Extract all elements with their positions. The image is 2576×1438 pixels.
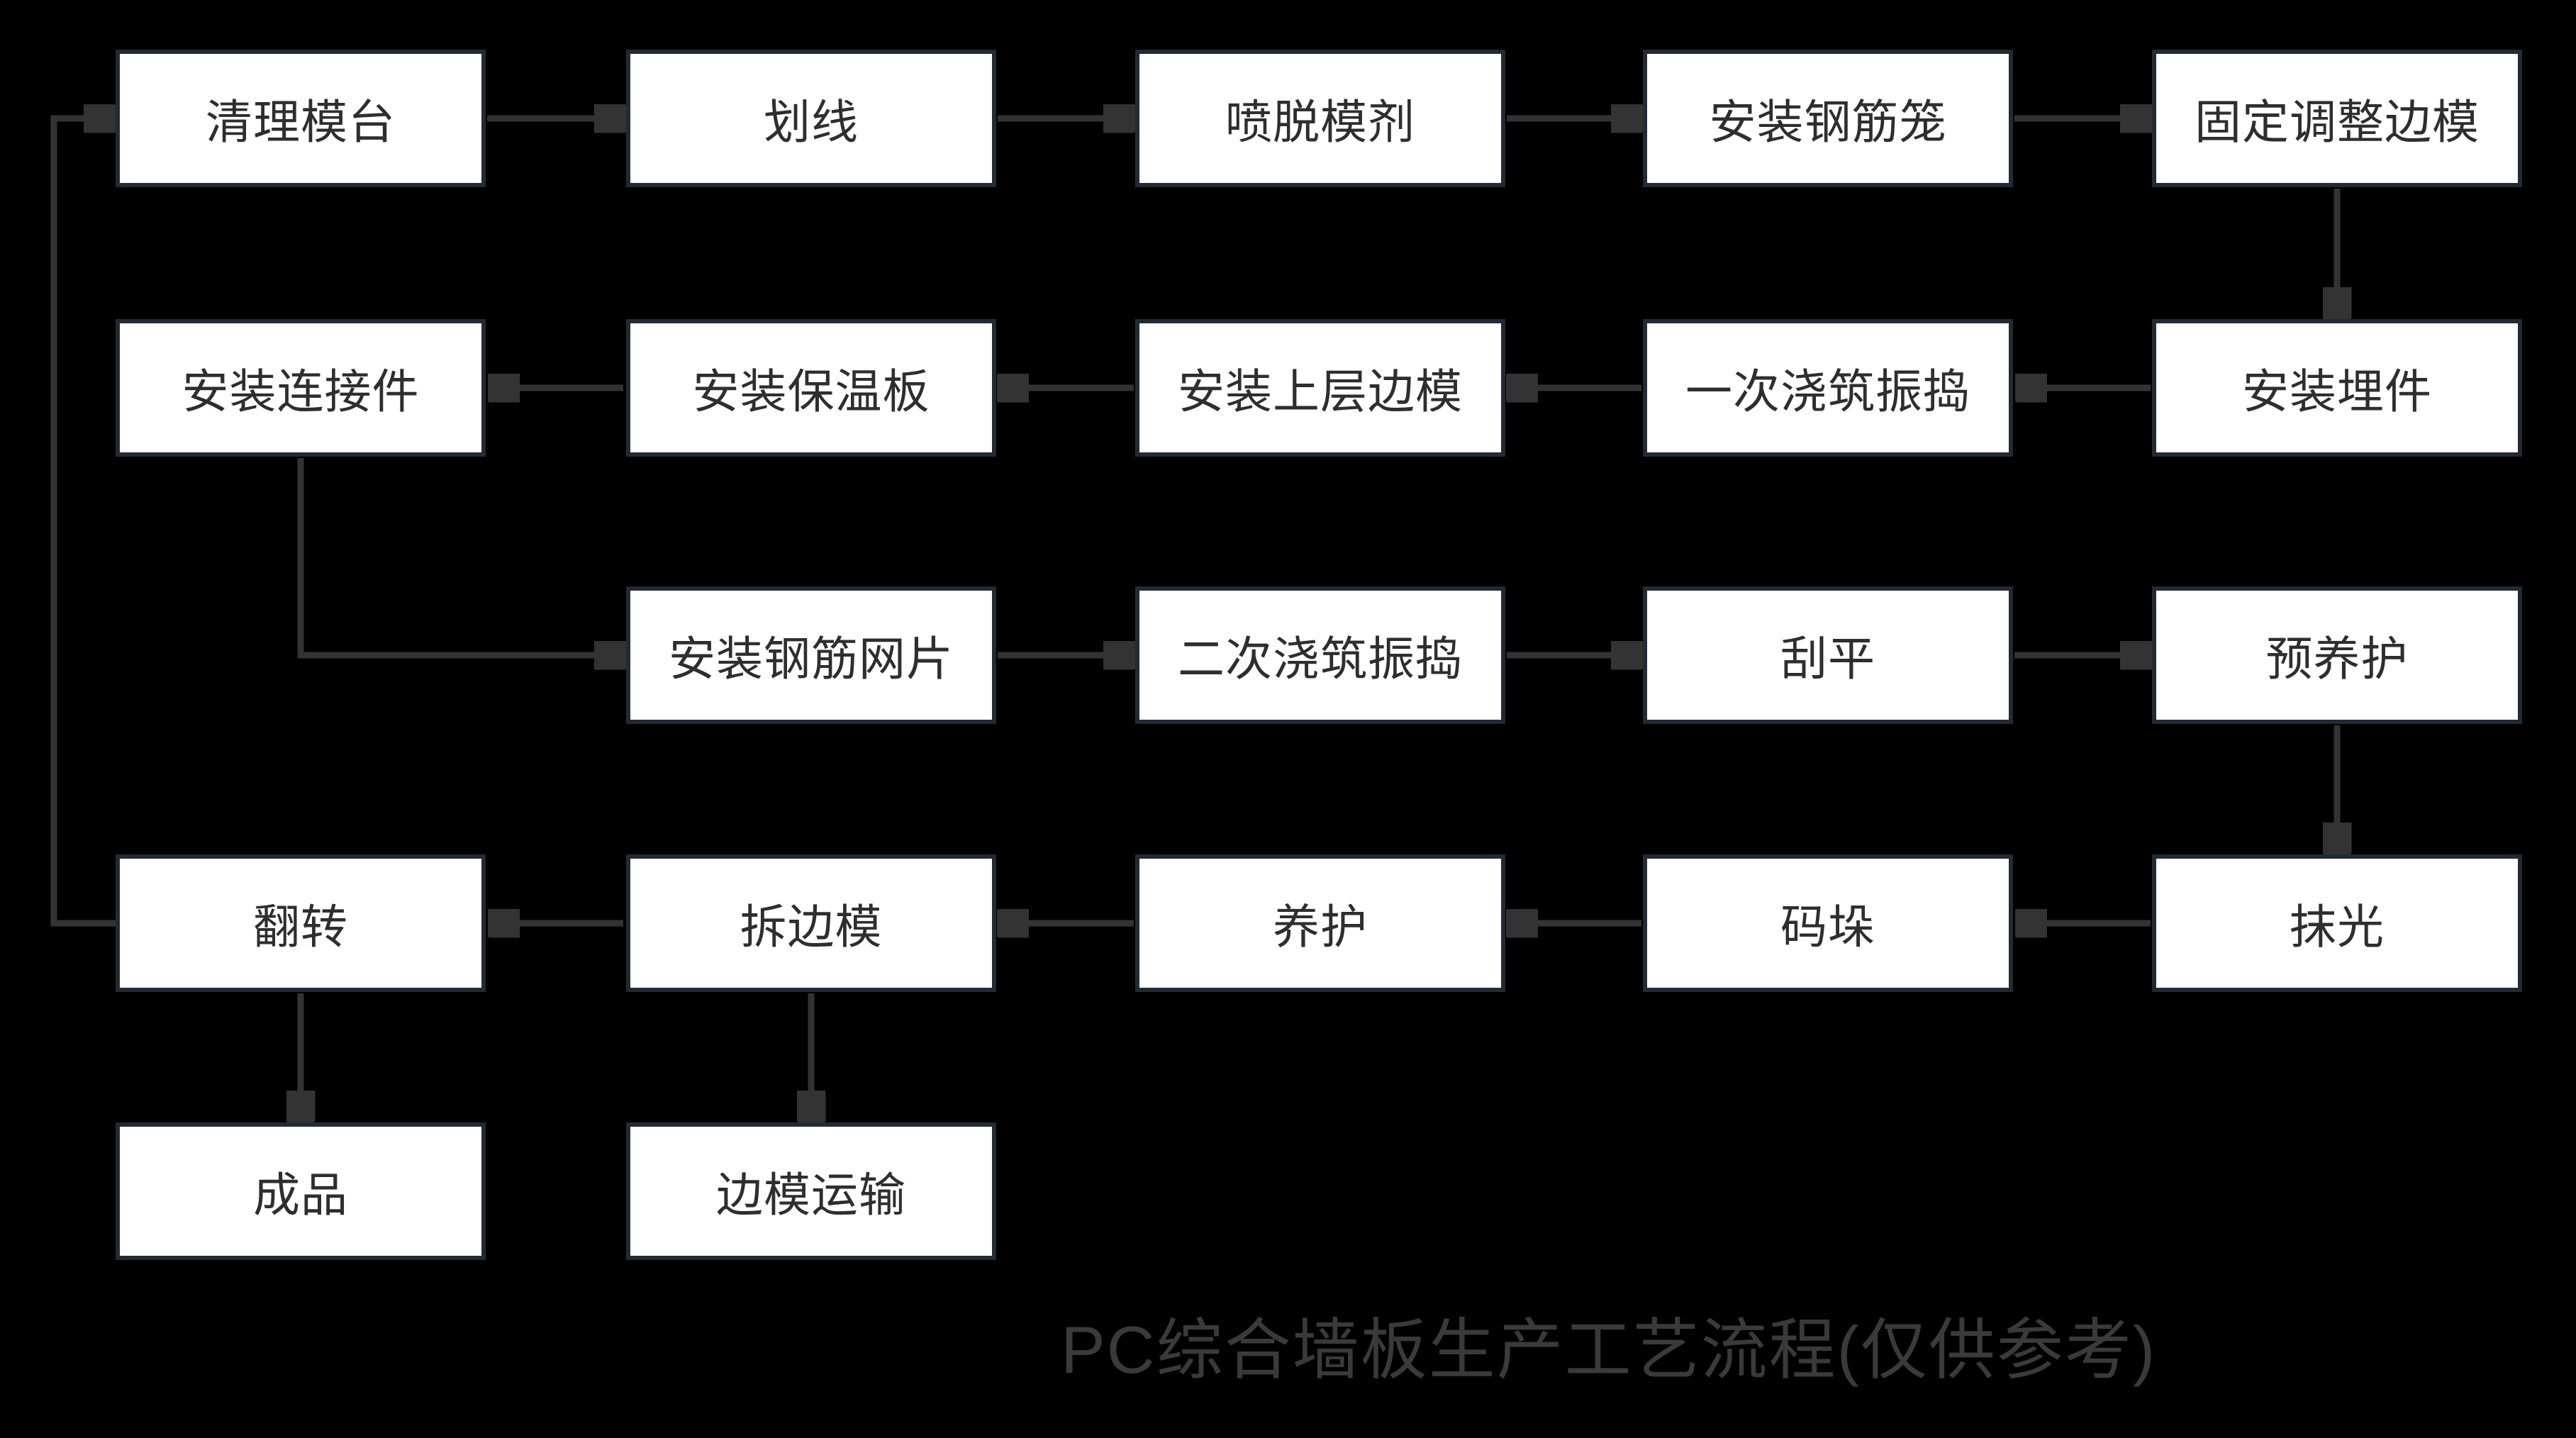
flow-node-remove-side-mold: 拆边模 — [626, 854, 996, 992]
flow-node-trowel-finish: 抹光 — [2152, 854, 2522, 992]
flow-node-side-mold-transport: 边模运输 — [626, 1122, 996, 1260]
flow-node-label: 成品 — [253, 1169, 348, 1221]
flow-node-label: 二次浇筑振捣 — [1178, 632, 1463, 685]
flow-node-label: 抹光 — [2290, 901, 2385, 953]
flow-node-label: 边模运输 — [716, 1169, 906, 1221]
flow-node-label: 预养护 — [2265, 632, 2409, 685]
flow-node-screeding: 刮平 — [1643, 586, 2013, 724]
flow-node-install-rebar-cage: 安装钢筋笼 — [1643, 50, 2013, 187]
flow-node-curing: 养护 — [1135, 854, 1505, 992]
flow-node-install-rebar-mesh: 安装钢筋网片 — [626, 586, 996, 724]
flow-node-label: 清理模台 — [206, 96, 396, 148]
flow-node-label: 安装钢筋网片 — [669, 632, 954, 685]
flow-node-flip: 翻转 — [116, 854, 486, 992]
flow-node-clean-mold-table: 清理模台 — [116, 50, 486, 187]
flow-node-install-embeds: 安装埋件 — [2152, 319, 2522, 457]
edge-connectors-to-mesh — [297, 458, 623, 655]
flow-node-label: 固定调整边模 — [2195, 96, 2480, 148]
flow-node-label: 安装埋件 — [2242, 365, 2432, 418]
flow-node-first-pour-vibrate: 一次浇筑振捣 — [1643, 319, 2013, 457]
flow-node-fix-adjust-side-mold: 固定调整边模 — [2152, 50, 2522, 187]
flow-node-label: 喷脱模剂 — [1225, 96, 1415, 148]
flow-node-label: 划线 — [764, 96, 859, 148]
flow-node-label: 翻转 — [253, 901, 348, 953]
flow-node-pre-curing: 预养护 — [2152, 586, 2522, 724]
edge-flip-to-clean-loop — [50, 118, 116, 927]
flow-node-label: 安装上层边模 — [1178, 365, 1463, 418]
flow-node-label: 安装连接件 — [182, 365, 420, 418]
flow-node-second-pour-vibrate: 二次浇筑振捣 — [1135, 586, 1505, 724]
flow-node-spray-release-agent: 喷脱模剂 — [1135, 50, 1505, 187]
flow-node-install-insulation: 安装保温板 — [626, 319, 996, 457]
flow-node-label: 养护 — [1273, 901, 1368, 953]
flow-node-label: 安装钢筋笼 — [1709, 96, 1947, 148]
flow-node-label: 一次浇筑振捣 — [1685, 365, 1970, 418]
flow-node-install-connectors: 安装连接件 — [116, 319, 486, 457]
flow-node-stacking: 码垛 — [1643, 854, 2013, 992]
flow-node-label: 拆边模 — [740, 901, 883, 953]
flow-node-install-upper-mold: 安装上层边模 — [1135, 319, 1505, 457]
flow-node-finished-product: 成品 — [116, 1122, 486, 1260]
flow-node-label: 安装保温板 — [692, 365, 930, 418]
flow-node-line-marking: 划线 — [626, 50, 996, 187]
diagram-title: PC综合墙板生产工艺流程(仅供参考) — [1061, 1312, 2157, 1387]
flow-node-label: 码垛 — [1780, 901, 1875, 953]
flow-node-label: 刮平 — [1780, 632, 1875, 685]
